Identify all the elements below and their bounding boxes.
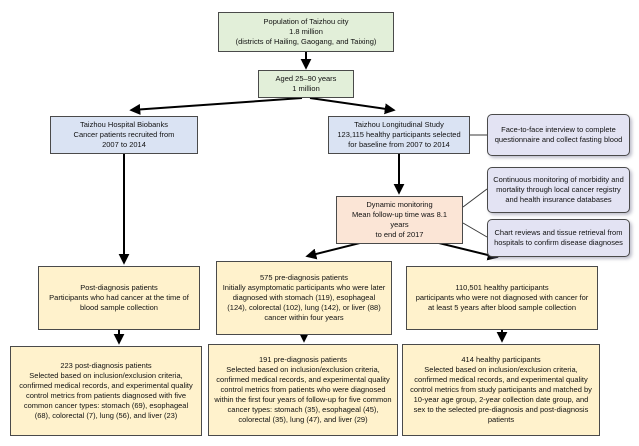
connector-dynamic-to-chart-review-note xyxy=(462,222,488,238)
post-diagnosis-223-box: 223 post-diagnosis patients Selected bas… xyxy=(10,346,202,436)
hospital-biobanks-box: Taizhou Hospital Biobanks Cancer patient… xyxy=(50,116,198,154)
arrow-aged-to-longitudinal xyxy=(309,97,396,115)
interview-note-box: Face-to-face interview to complete quest… xyxy=(487,114,630,156)
monitoring-note-box: Continuous monitoring of morbidity and m… xyxy=(487,167,630,213)
healthy-110501-box: 110,501 healthy participants participant… xyxy=(406,266,598,330)
post-diagnosis-box: Post-diagnosis patients Participants who… xyxy=(38,266,200,330)
population-box: Population of Taizhou city 1.8 million (… xyxy=(218,12,394,52)
chart-review-note-box: Chart reviews and tissue retrieval from … xyxy=(487,219,630,257)
age-filter-box: Aged 25–90 years 1 million xyxy=(258,70,354,98)
arrow-aged-to-biobanks xyxy=(129,97,303,115)
longitudinal-study-box: Taizhou Longitudinal Study 123,115 healt… xyxy=(328,116,470,154)
pre-diagnosis-575-box: 575 pre-diagnosis patients Initially asy… xyxy=(216,261,392,335)
dynamic-monitoring-box: Dynamic monitoring Mean follow-up time w… xyxy=(336,196,463,244)
connector-dynamic-to-monitoring-note xyxy=(462,188,488,208)
pre-diagnosis-191-box: 191 pre-diagnosis patients Selected base… xyxy=(208,344,398,436)
healthy-414-box: 414 healthy participants Selected based … xyxy=(402,344,600,436)
